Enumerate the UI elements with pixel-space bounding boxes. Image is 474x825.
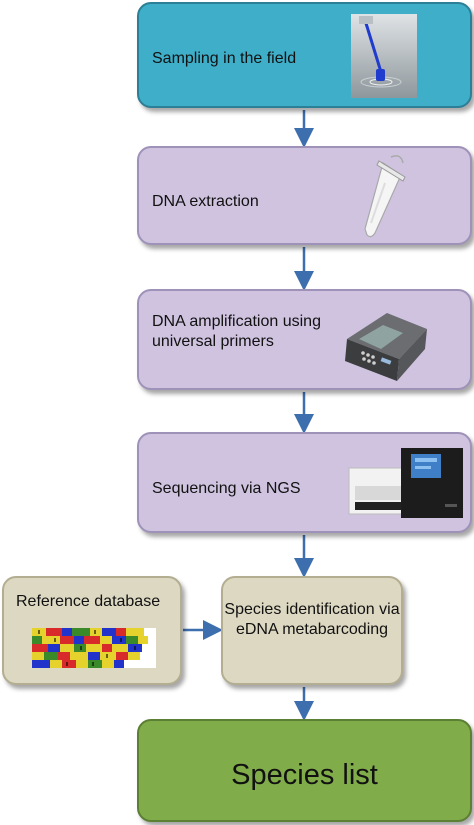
dna-extraction-step-box: DNA extraction [137, 146, 472, 245]
sequencing-step-box: Sequencing via NGS [137, 432, 472, 533]
dna-amplification-step-box: DNA amplification using universal primer… [137, 289, 472, 390]
ngs-sequencer-icon [348, 448, 463, 518]
reference-database-box: Reference database [2, 576, 182, 685]
dna-amplification-label: DNA amplification using universal primer… [152, 313, 321, 350]
species-identification-label: Species identification via eDNA metabarc… [224, 601, 400, 638]
species-list-label: Species list [231, 759, 378, 791]
sampling-step-box: Sampling in the field [137, 2, 472, 108]
pcr-thermocycler-icon [345, 313, 427, 381]
sequencing-label: Sequencing via NGS [152, 480, 301, 497]
water-sampling-photo [351, 14, 417, 98]
dna-extraction-label: DNA extraction [152, 193, 259, 210]
reference-database-label: Reference database [16, 593, 161, 610]
sampling-label: Sampling in the field [152, 50, 297, 67]
sequence-alignment-image [32, 628, 156, 668]
species-list-box: Species list [137, 719, 472, 822]
species-identification-box: Species identification via eDNA metabarc… [221, 576, 403, 685]
microtube-icon [364, 155, 406, 238]
